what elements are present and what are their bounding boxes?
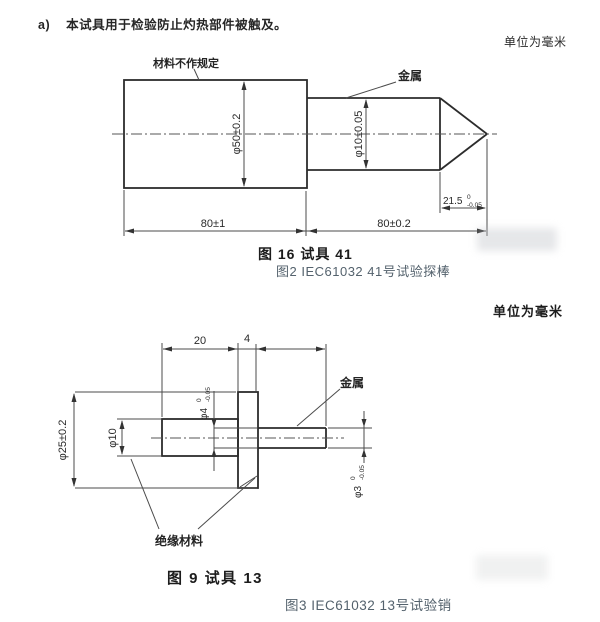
figure1-caption-sub: 图2 IEC61032 41号试验探棒 (276, 264, 451, 279)
fig2-disc-corner-mark (239, 475, 258, 488)
figure2-caption-sub: 图3 IEC61032 13号试验销 (285, 598, 452, 613)
unit-label-middle: 单位为毫米 (493, 304, 564, 319)
fig1-dim-80-1: 80±1 (201, 218, 225, 230)
note-text: 本试具用于检验防止灼热部件被触及。 (66, 18, 288, 32)
fig1-cone-lower (439, 133, 488, 171)
figure2-caption-main: 图 9 试具 13 (167, 570, 264, 587)
figure1-drawing: 材料不作规定 金属 φ50±0.2 φ10±0.05 21.5 0 -0.05 … (112, 56, 497, 236)
fig2-dim-phi25-label: φ25±0.2 (57, 420, 69, 461)
fig2-insulation-leader-right (197, 477, 256, 530)
fig1-dim-phi10-label: φ10±0.05 (353, 111, 365, 158)
fig2-insulation-leader-left (130, 458, 160, 530)
fig2-dim-phi3-tol-top: 0 (350, 476, 357, 480)
fig2-dim-phi4-tol-top: 0 (196, 398, 203, 402)
fig2-arrowheads (71, 346, 367, 487)
fig1-metal-label: 金属 (397, 68, 422, 83)
fig1-material-leader (193, 68, 200, 81)
fig2-dim-20-label: 20 (194, 335, 206, 347)
figure2-drawing: 20 4 φ25±0.2 φ10 φ4 0 -0.05 φ3 0 -0.05 金… (57, 333, 372, 548)
fig1-dim-tip-tol-bottom: -0.05 (467, 202, 482, 209)
fig2-metal-leader (296, 388, 341, 427)
fig1-dim-tip-tol-top: 0 (467, 194, 471, 201)
unit-label-top: 单位为毫米 (504, 35, 567, 49)
note-line: a) 本试具用于检验防止灼热部件被触及。 (38, 14, 287, 33)
fig2-insulation-label: 绝缘材料 (155, 533, 203, 548)
fig2-metal-label: 金属 (339, 375, 364, 390)
fig2-dim-phi4-tol-bottom: -0.05 (205, 387, 212, 402)
fig1-dim-phi50-label: φ50±0.2 (231, 114, 243, 155)
fig2-dim-phi3-value: φ3 (353, 486, 364, 498)
fig2-dim-phi4-label: φ4 0 -0.05 (196, 387, 212, 420)
fig1-cone-upper (439, 97, 488, 135)
fig1-material-label: 材料不作规定 (153, 56, 219, 70)
fig2-dim-4-label: 4 (244, 333, 250, 345)
figure1-caption-main: 图 16 试具 41 (258, 246, 353, 262)
fig1-dim-80-02: 80±0.2 (377, 218, 411, 230)
fig2-disc (237, 391, 259, 489)
fig2-dim-phi3-label: φ3 0 -0.05 (350, 465, 366, 498)
fig1-metal-leader (345, 81, 397, 99)
fig1-arrowheads (125, 81, 486, 234)
watermark-blur-2 (476, 555, 548, 580)
fig2-dim-phi4-value: φ4 (199, 408, 210, 420)
note-item-letter: a) (38, 18, 51, 32)
fig1-dim-tip-value: 21.5 (443, 196, 463, 207)
watermark-blur-1 (477, 228, 557, 251)
fig2-dim-phi3-tol-bottom: -0.05 (359, 465, 366, 480)
fig2-dim-phi10-label: φ10 (107, 428, 119, 447)
